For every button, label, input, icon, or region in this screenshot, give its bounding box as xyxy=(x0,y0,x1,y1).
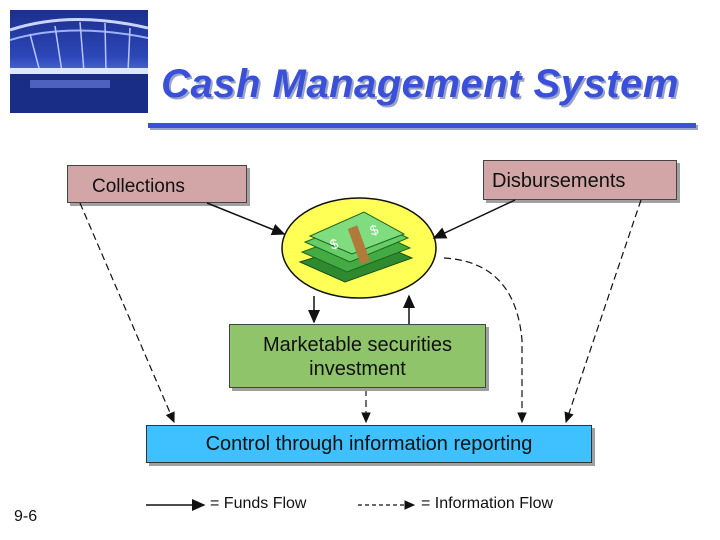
title-underline xyxy=(148,123,696,128)
legend-funds-label: = Funds Flow xyxy=(210,495,307,512)
bridge-photo xyxy=(10,10,148,113)
collections-info-arrow xyxy=(79,202,175,424)
collections-to-cash-arrow xyxy=(206,202,286,236)
cash-info-arrow xyxy=(443,257,527,424)
slide-title: Cash Management System xyxy=(161,62,679,106)
collections-box: Collections xyxy=(67,165,247,203)
disbursements-box: Disbursements xyxy=(483,160,677,200)
control-label: Control through information reporting xyxy=(205,433,533,455)
disbursements-label: Disbursements xyxy=(492,170,626,192)
securities-line1: Marketable securities xyxy=(263,334,452,356)
money-icon: $ $ xyxy=(298,211,414,283)
control-box: Control through information reporting xyxy=(146,425,592,463)
securities-box: Marketable securities investment xyxy=(229,324,486,388)
disbursements-info-arrow xyxy=(564,199,642,424)
securities-line2: investment xyxy=(309,358,406,380)
legend-info-label: = Information Flow xyxy=(421,495,554,512)
disbursements-to-cash-arrow xyxy=(432,199,516,239)
page-number: 9-6 xyxy=(14,508,38,525)
collections-label: Collections xyxy=(92,176,185,197)
